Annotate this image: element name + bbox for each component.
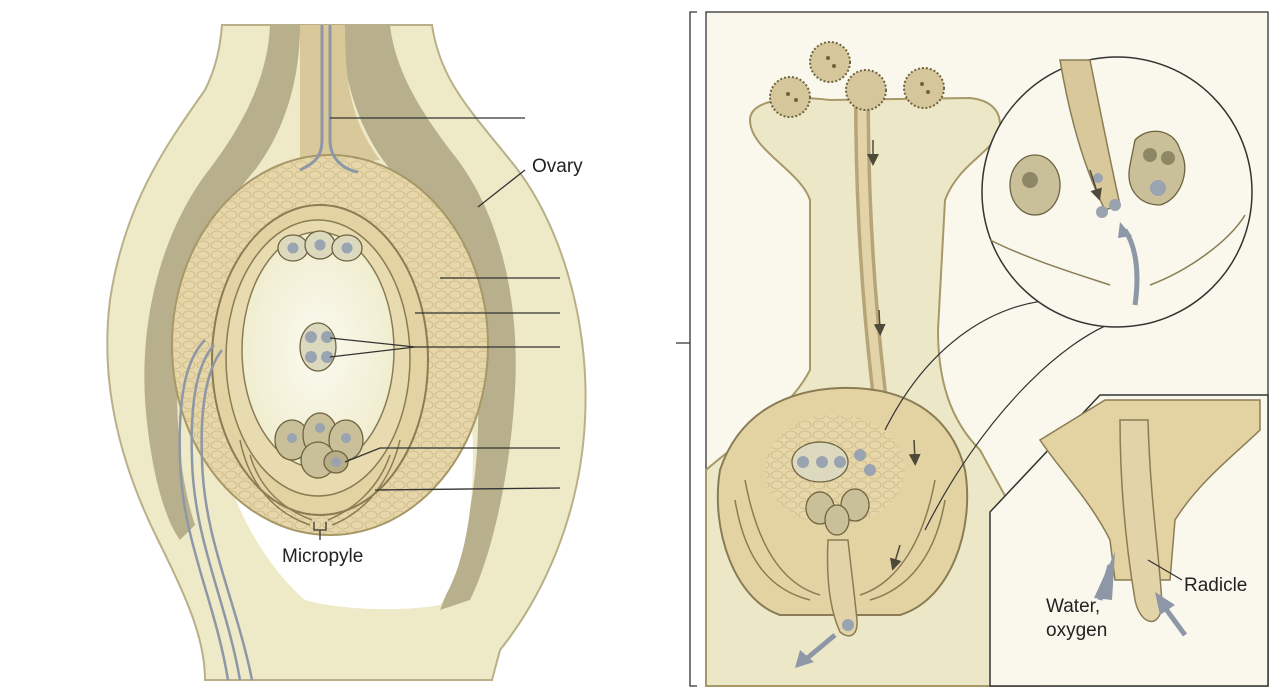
micropyle-label: Micropyle [282, 546, 363, 567]
right-radicle-nucleus [842, 619, 854, 631]
vascular-bundle-left [178, 339, 254, 681]
right-ovule-folds [734, 479, 946, 601]
antipodal-cells [277, 230, 363, 262]
vascular-bundle-top [299, 25, 359, 174]
ovary-label: Ovary [532, 156, 583, 177]
germination-inset: Radicle Water, oxygen [989, 394, 1269, 687]
ovary-cavity [225, 370, 473, 610]
funiculus [300, 25, 380, 170]
water-label-line2: oxygen [1046, 620, 1107, 641]
leader-lines [329, 117, 561, 491]
radicle-label: Radicle [1184, 575, 1247, 596]
polar-nuclei [299, 322, 337, 372]
ovary-wall-left [144, 25, 300, 540]
right-egg-apparatus [791, 441, 876, 536]
zoom-connector [884, 299, 1121, 531]
magnified-inset [981, 56, 1253, 328]
right-embryo-radicle [826, 539, 858, 637]
water-label-line1: Water, [1046, 596, 1100, 617]
micropyle-bracket [313, 522, 327, 540]
pollen-grains [769, 41, 945, 118]
left-ovule-panel: Micropyle Ovary [106, 24, 587, 681]
pollen-tube-arrows [867, 140, 921, 571]
group-bracket [676, 11, 697, 687]
release-arrow-head [795, 650, 814, 668]
right-pollination-panel: Radicle Water, oxygen [705, 11, 1269, 687]
integument-folds [239, 439, 401, 526]
release-arrow [803, 633, 837, 662]
egg-apparatus [274, 412, 364, 479]
ovary-wall [270, 25, 516, 610]
